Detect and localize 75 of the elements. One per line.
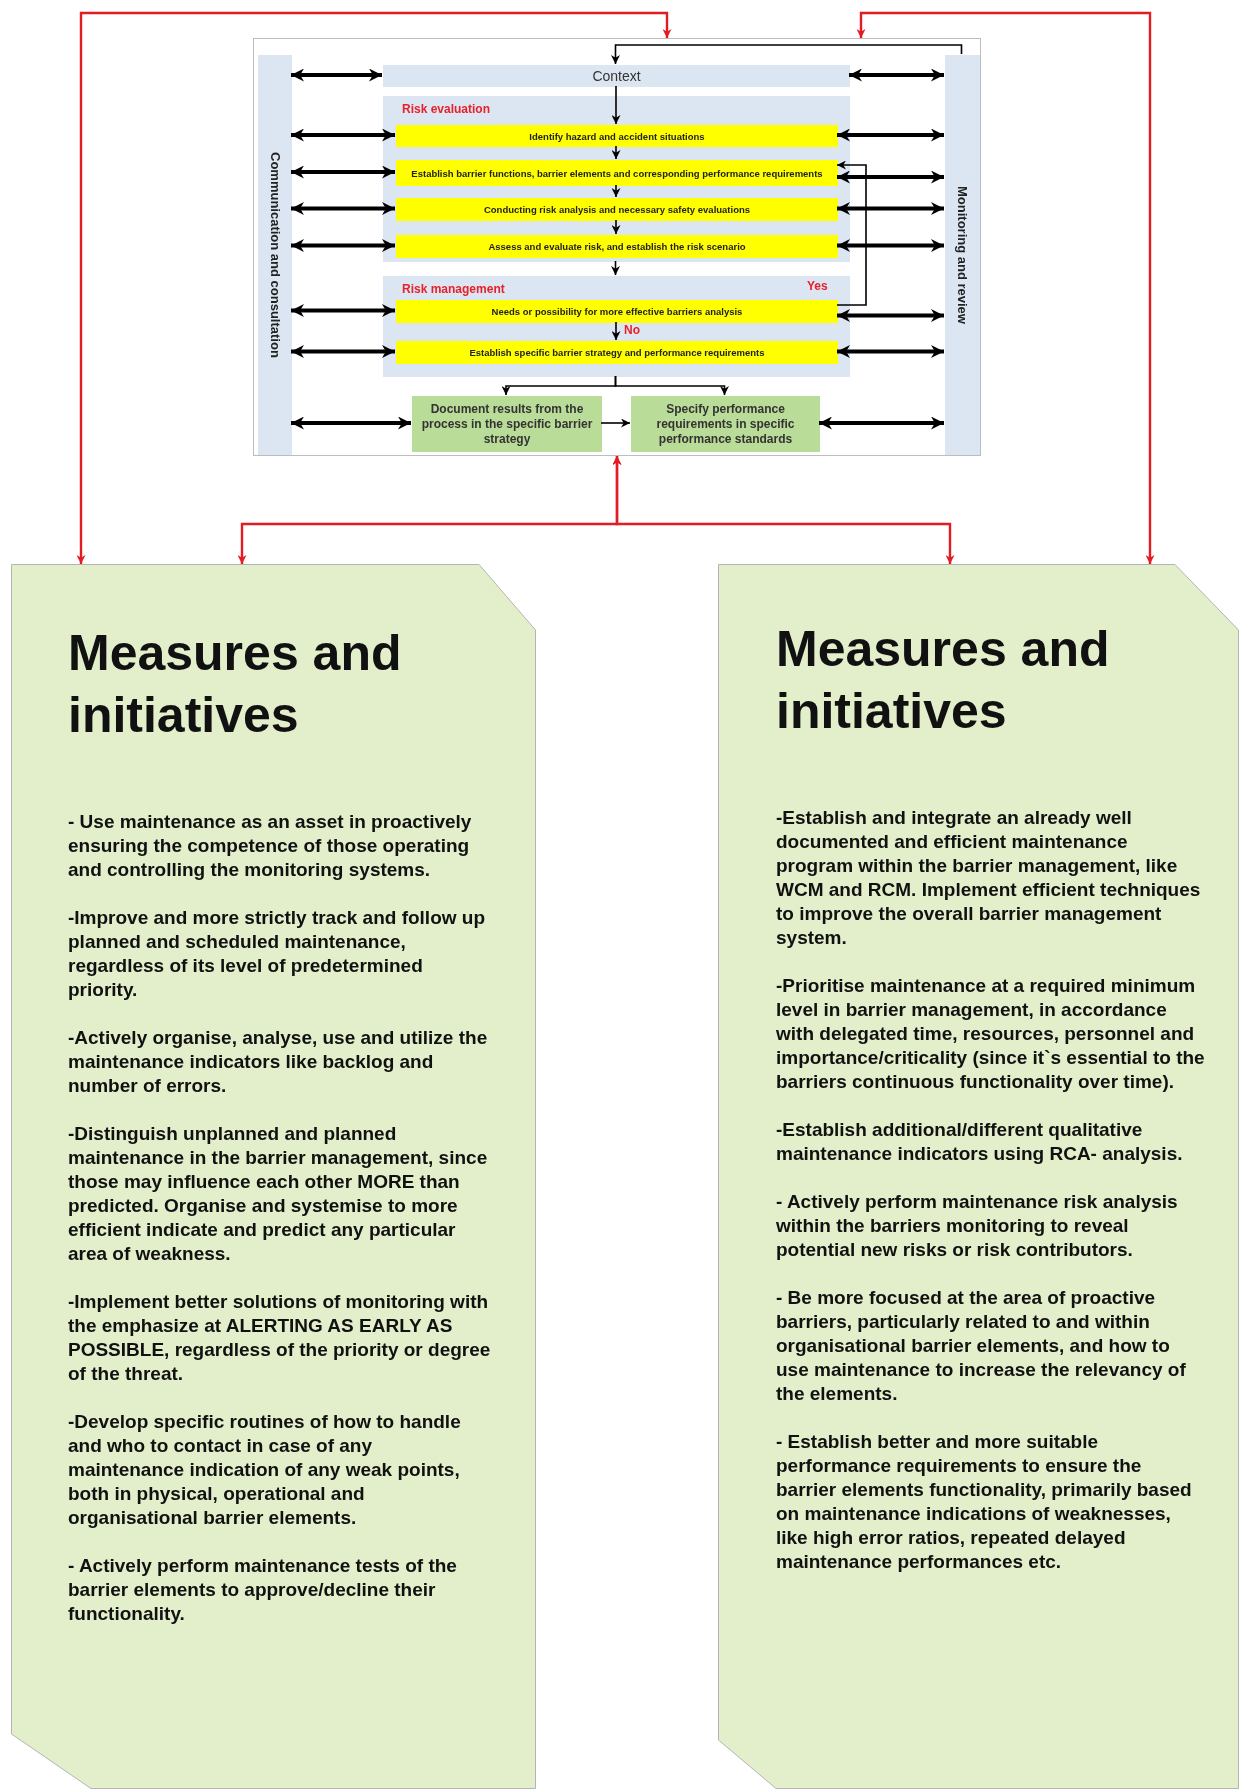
paragraph: -Implement better solutions of monitoring with the emphasize at ALERTING AS EARLY AS POSSIBLE, regardless of the priority or degree of the threat. bbox=[68, 1290, 492, 1386]
step-text: Establish barrier functions, barrier elements and corresponding performance requirements bbox=[410, 167, 824, 179]
double-arrow bbox=[291, 345, 395, 358]
arrow bbox=[836, 160, 867, 306]
arrow bbox=[611, 321, 621, 341]
edge-label: No bbox=[624, 323, 640, 338]
paragraph: -Establish and integrate an already well documented and efficient maintenance program within the barrier management, like WCM and RCM. Implement efficient techniques to improve the overall barrier management system. bbox=[776, 806, 1202, 950]
paragraph: -Prioritise maintenance at a required minimum level in barrier management, in accordance with delegated time, resources, personnel and importance/criticality (since it`s essential to the barriers continuous functionality over time). bbox=[776, 974, 1206, 1094]
double-arrow bbox=[856, 11, 1155, 564]
double-arrow bbox=[291, 304, 395, 317]
edge-label: Yes bbox=[807, 279, 828, 294]
arrow bbox=[611, 184, 621, 198]
side-band bbox=[945, 55, 980, 455]
double-arrow bbox=[76, 11, 672, 564]
paragraph: -Develop specific routines of how to handle and who to contact in case of any maintenance indication of any weak points, both in physical, operational and organisational barrier elements. bbox=[68, 1410, 462, 1530]
double-arrow bbox=[849, 68, 944, 82]
step-text: Context bbox=[592, 66, 641, 86]
context-bar bbox=[383, 65, 850, 87]
arrow bbox=[611, 145, 621, 160]
paragraph: -Actively organise, analyse, use and utilize the maintenance indicators like backlog and number of errors. bbox=[68, 1026, 489, 1098]
process-box bbox=[396, 125, 838, 147]
process-box bbox=[396, 160, 838, 186]
double-arrow bbox=[291, 165, 395, 179]
double-arrow bbox=[837, 202, 944, 215]
panel-heading: Measures and initiatives bbox=[68, 624, 403, 745]
process-box bbox=[396, 235, 838, 258]
process-box bbox=[396, 300, 838, 323]
arrow bbox=[614, 375, 729, 396]
double-arrow bbox=[837, 239, 944, 252]
paragraph: - Be more focused at the area of proactive barriers, particularly related to and within organisational barrier elements, and how to use maintenance to increase the relevancy of the elements. bbox=[776, 1286, 1187, 1406]
paragraph: -Distinguish unplanned and planned maintenance in the barrier management, since those may influence each other MORE than predicted. Organise and systemise to more efficient indicate and predict any particular area of weakness. bbox=[68, 1122, 489, 1266]
diagram-frame bbox=[253, 38, 981, 456]
panel-heading: Measures and initiatives bbox=[776, 620, 1111, 741]
note-panel bbox=[11, 564, 536, 1789]
paragraph: - Actively perform maintenance risk analysis within the barriers monitoring to reveal potential new risks or risk contributors. bbox=[776, 1190, 1179, 1262]
double-arrow bbox=[291, 128, 395, 142]
double-arrow bbox=[819, 416, 944, 430]
double-arrow bbox=[291, 68, 382, 82]
arrow bbox=[611, 219, 621, 235]
double-arrow bbox=[837, 309, 944, 322]
group-panel bbox=[383, 276, 850, 377]
output-box bbox=[631, 396, 820, 452]
step-text: Identify hazard and accident situations bbox=[528, 130, 706, 142]
paragraph: -Establish additional/different qualitative maintenance indicators using RCA- analysis. bbox=[776, 1118, 1184, 1166]
paragraph: - Actively perform maintenance tests of the barrier elements to approve/decline their functionality. bbox=[68, 1554, 458, 1626]
group-panel bbox=[383, 96, 850, 262]
process-box bbox=[396, 198, 838, 221]
group-title: Risk management bbox=[402, 281, 505, 298]
arrow bbox=[600, 418, 631, 428]
group-title: Risk evaluation bbox=[402, 101, 491, 118]
double-arrow bbox=[837, 170, 944, 184]
note-panel bbox=[718, 564, 1239, 1789]
step-text: Establish specific barrier strategy and performance requirements bbox=[468, 347, 766, 358]
paragraph: -Improve and more strictly track and follow up planned and scheduled maintenance, regardless of its level of predetermined priority. bbox=[68, 906, 487, 1002]
vertical-label: Communication and consultation bbox=[266, 152, 284, 358]
process-box bbox=[396, 341, 838, 364]
double-arrow bbox=[291, 416, 411, 430]
step-text: Conducting risk analysis and necessary safety evaluations bbox=[482, 204, 752, 215]
double-arrow bbox=[837, 128, 944, 142]
double-arrow bbox=[291, 202, 395, 215]
double-arrow bbox=[612, 456, 955, 564]
arrow bbox=[611, 85, 621, 125]
double-arrow bbox=[837, 345, 944, 358]
step-text: Specify performance requirements in specific performance standards bbox=[655, 401, 796, 447]
step-text: Needs or possibility for more effective barriers analysis bbox=[490, 306, 744, 317]
arrow bbox=[611, 44, 963, 65]
paragraph: - Use maintenance as an asset in proactively ensuring the competence of those operating and controlling the monitoring systems. bbox=[68, 810, 473, 882]
arrow bbox=[611, 260, 620, 276]
side-band bbox=[258, 55, 292, 455]
double-arrow bbox=[291, 239, 395, 252]
step-text: Document results from the process in the specific barrier strategy bbox=[420, 401, 594, 447]
output-box bbox=[412, 396, 602, 452]
paragraph: - Establish better and more suitable performance requirements to ensure the barrier elements functionality, primarily based on maintenance indications of weaknesses, like high error ratios, repeated delayed maintenance performances etc. bbox=[776, 1430, 1193, 1574]
vertical-label: Monitoring and review bbox=[954, 186, 972, 324]
step-text: Assess and evaluate risk, and establish the risk scenario bbox=[487, 241, 747, 252]
